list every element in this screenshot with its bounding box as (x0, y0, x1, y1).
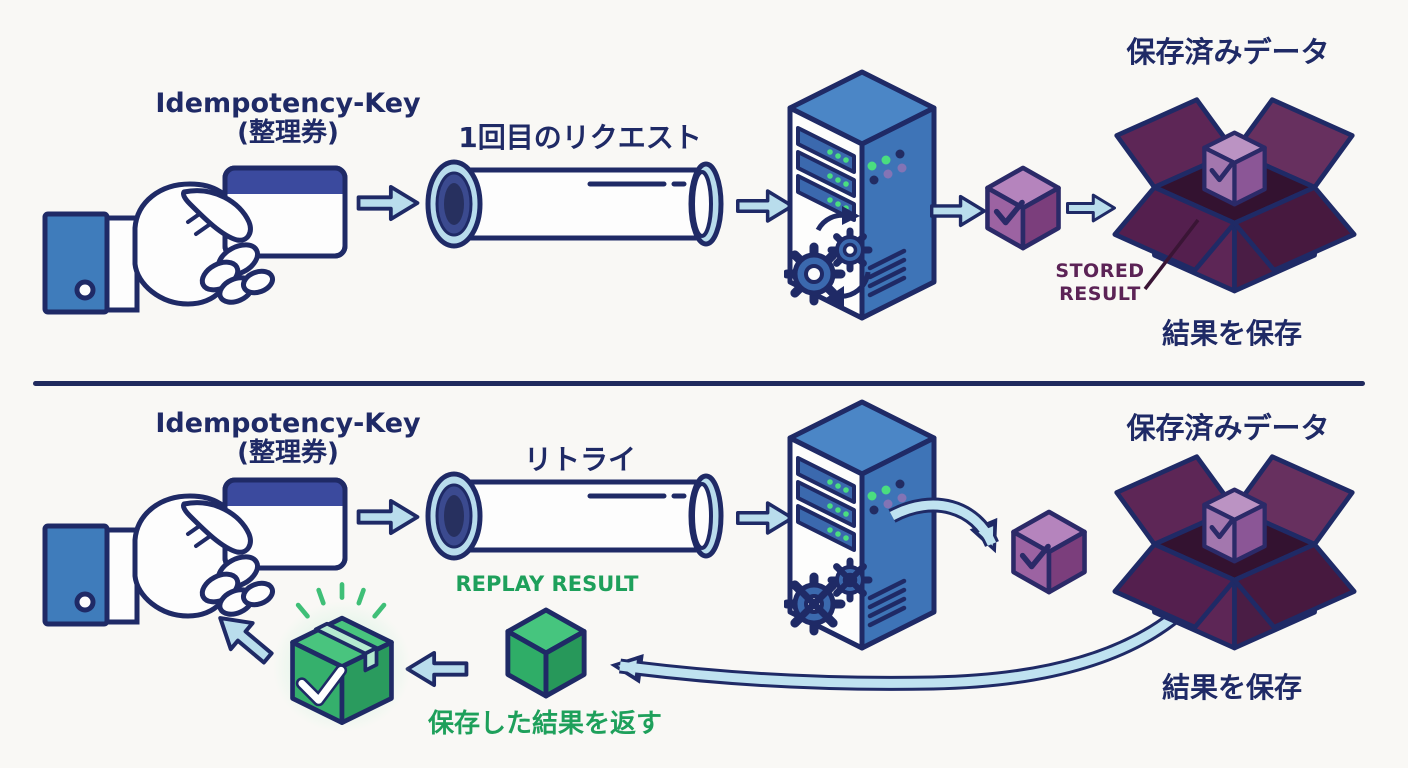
arrow-hand-to-pipe-icon-row2 (356, 498, 420, 536)
curved-arrow-box-to-replay-icon (610, 612, 1178, 691)
idempotency-key-text-row2: Idempotency-Key (155, 408, 421, 439)
arrow-server-to-cube-icon (930, 194, 986, 228)
arrow-cube-to-package-icon (402, 650, 472, 688)
arrow-hand-to-pipe-icon (356, 184, 420, 222)
storage-box-icon-row2 (1112, 452, 1357, 664)
stored-result-pointer-line (1143, 218, 1200, 291)
replay-cube-icon (502, 604, 590, 702)
idempotency-key-label-row2: Idempotency-Key (整理券) (138, 408, 438, 469)
retry-label: リトライ (523, 443, 636, 476)
result-cube-icon-row2 (1008, 506, 1090, 598)
request-pipe-icon (422, 158, 740, 250)
curved-arrow-server-to-cube-icon (888, 497, 999, 554)
idempotency-key-label-row1: Idempotency-Key (整理券) (138, 88, 438, 149)
stored-result-annotation: STORED RESULT (1010, 260, 1190, 306)
save-result-caption-row2: 結果を保存 (1161, 671, 1302, 704)
seiriken-text: (整理券) (237, 118, 339, 149)
stored-result-line2: RESULT (1059, 282, 1141, 305)
first-request-label: 1回目のリクエスト (458, 121, 702, 154)
stored-data-title-row1: 保存済みデータ (1126, 35, 1330, 69)
retry-pipe-icon (422, 470, 740, 562)
save-result-caption-row1: 結果を保存 (1161, 317, 1302, 350)
server-processing-icon (784, 68, 940, 324)
arrow-cube-to-box-icon (1066, 192, 1116, 224)
stored-data-title-row2: 保存済みデータ (1126, 411, 1330, 445)
section-divider (33, 381, 1365, 386)
result-cube-icon (982, 162, 1064, 254)
idempotency-key-text: Idempotency-Key (155, 88, 421, 119)
replay-result-label: REPLAY RESULT (455, 572, 639, 596)
returned-package-icon (272, 575, 412, 734)
hand-card-icon (38, 162, 350, 322)
stored-result-line1: STORED (1055, 260, 1145, 282)
return-result-label: 保存した結果を返す (427, 709, 662, 739)
seiriken-text-row2: (整理券) (237, 438, 339, 469)
